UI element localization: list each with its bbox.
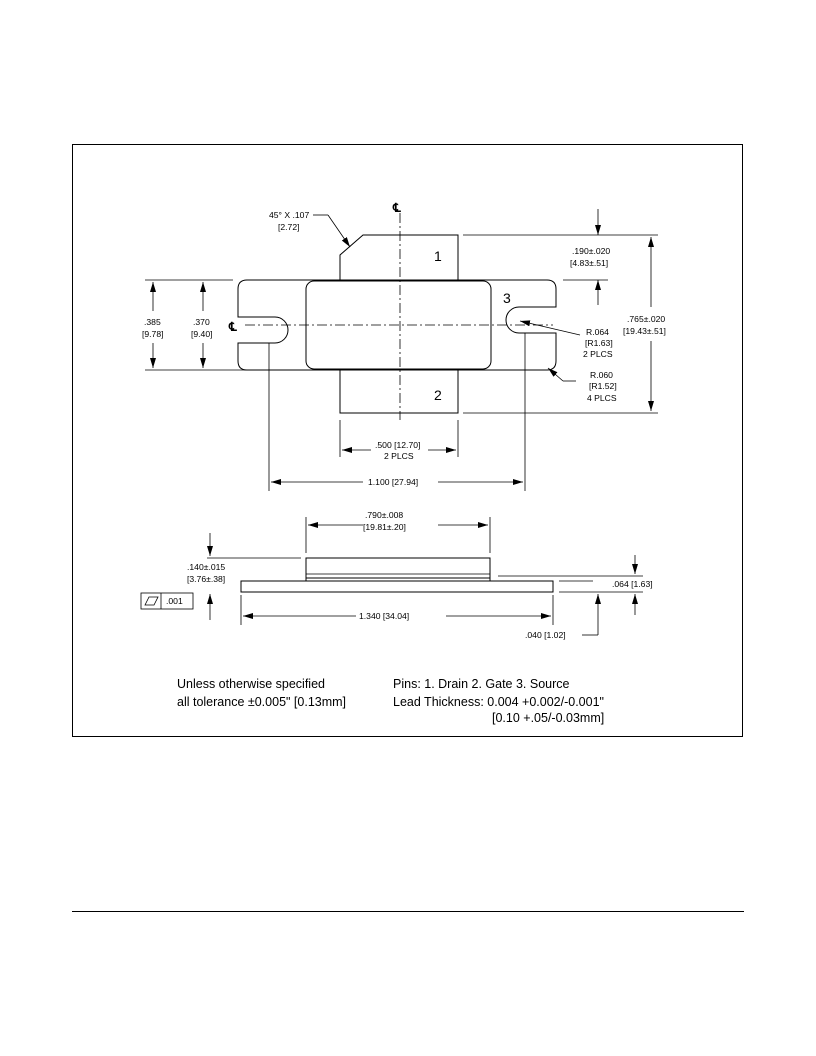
pin-2-label: 2: [434, 387, 442, 403]
dim-765-line1: .765±.020: [627, 314, 665, 324]
note-tolerance: all tolerance ±0.005" [0.13mm]: [177, 695, 346, 709]
dim-765-line2: [19.43±.51]: [623, 326, 666, 336]
chamfer-label-line1: 45° X .107: [269, 210, 309, 220]
radius-060-line3: 4 PLCS: [587, 393, 617, 403]
pin-3-label: 3: [503, 290, 511, 306]
flatness-symbol-icon: [144, 596, 159, 606]
top-view-dimensions: [145, 209, 658, 491]
dim-040: .040 [1.02]: [525, 630, 566, 640]
pin-1-label: 1: [434, 248, 442, 264]
dim-190-line2: [4.83±.51]: [570, 258, 608, 268]
dim-370-line1: .370: [193, 317, 210, 327]
dim-1100: 1.100 [27.94]: [368, 477, 418, 487]
radius-060-line1: R.060: [590, 370, 613, 380]
dim-385-line1: .385: [144, 317, 161, 327]
dim-370-line2: [9.40]: [191, 329, 213, 339]
side-view: [240, 557, 554, 593]
dim-790-line2: [19.81±.20]: [363, 522, 406, 532]
note-unless-specified: Unless otherwise specified: [177, 677, 325, 691]
package-outline-drawing: 45° X .107 [2.72] ℄ ℄ 1 2 3 .190±.020 [4…: [140, 201, 666, 725]
dim-500-line2: 2 PLCS: [384, 451, 414, 461]
dim-064: .064 [1.63]: [612, 579, 653, 589]
note-lead-thickness: Lead Thickness: 0.004 +0.002/-0.001": [393, 695, 604, 709]
footer-rule: [72, 911, 744, 912]
dim-500-line1: .500 [12.70]: [375, 440, 420, 450]
radius-064-line3: 2 PLCS: [583, 349, 613, 359]
chamfer-label-line2: [2.72]: [278, 222, 300, 232]
note-pins: Pins: 1. Drain 2. Gate 3. Source: [393, 677, 570, 691]
dim-1340: 1.340 [34.04]: [359, 611, 409, 621]
drain-lead-outline: [339, 234, 459, 280]
radius-060-line2: [R1.52]: [589, 381, 617, 391]
side-flange-outline: [240, 580, 554, 593]
radius-064-line2: [R1.63]: [585, 338, 613, 348]
drawing-frame: 45° X .107 [2.72] ℄ ℄ 1 2 3 .190±.020 [4…: [72, 144, 743, 737]
centerline-symbol-top: ℄: [392, 201, 401, 215]
gate-lead-outline: [339, 370, 459, 414]
top-view: [237, 213, 557, 420]
flatness-callout: [140, 592, 194, 610]
side-view-dimensions: [207, 517, 643, 636]
side-lid-outline: [305, 557, 491, 579]
dim-140-line1: .140±.015: [187, 562, 225, 572]
dim-790-line1: .790±.008: [365, 510, 403, 520]
dim-190-line1: .190±.020: [572, 246, 610, 256]
dim-385-line2: [9.78]: [142, 329, 164, 339]
note-lead-thickness-metric: [0.10 +.05/-0.03mm]: [492, 711, 604, 725]
flatness-value: .001: [166, 596, 183, 606]
radius-064-line1: R.064: [586, 327, 609, 337]
dim-140-line2: [3.76±.38]: [187, 574, 225, 584]
centerline-symbol-left: ℄: [228, 320, 237, 334]
flange-outline: [237, 279, 557, 371]
